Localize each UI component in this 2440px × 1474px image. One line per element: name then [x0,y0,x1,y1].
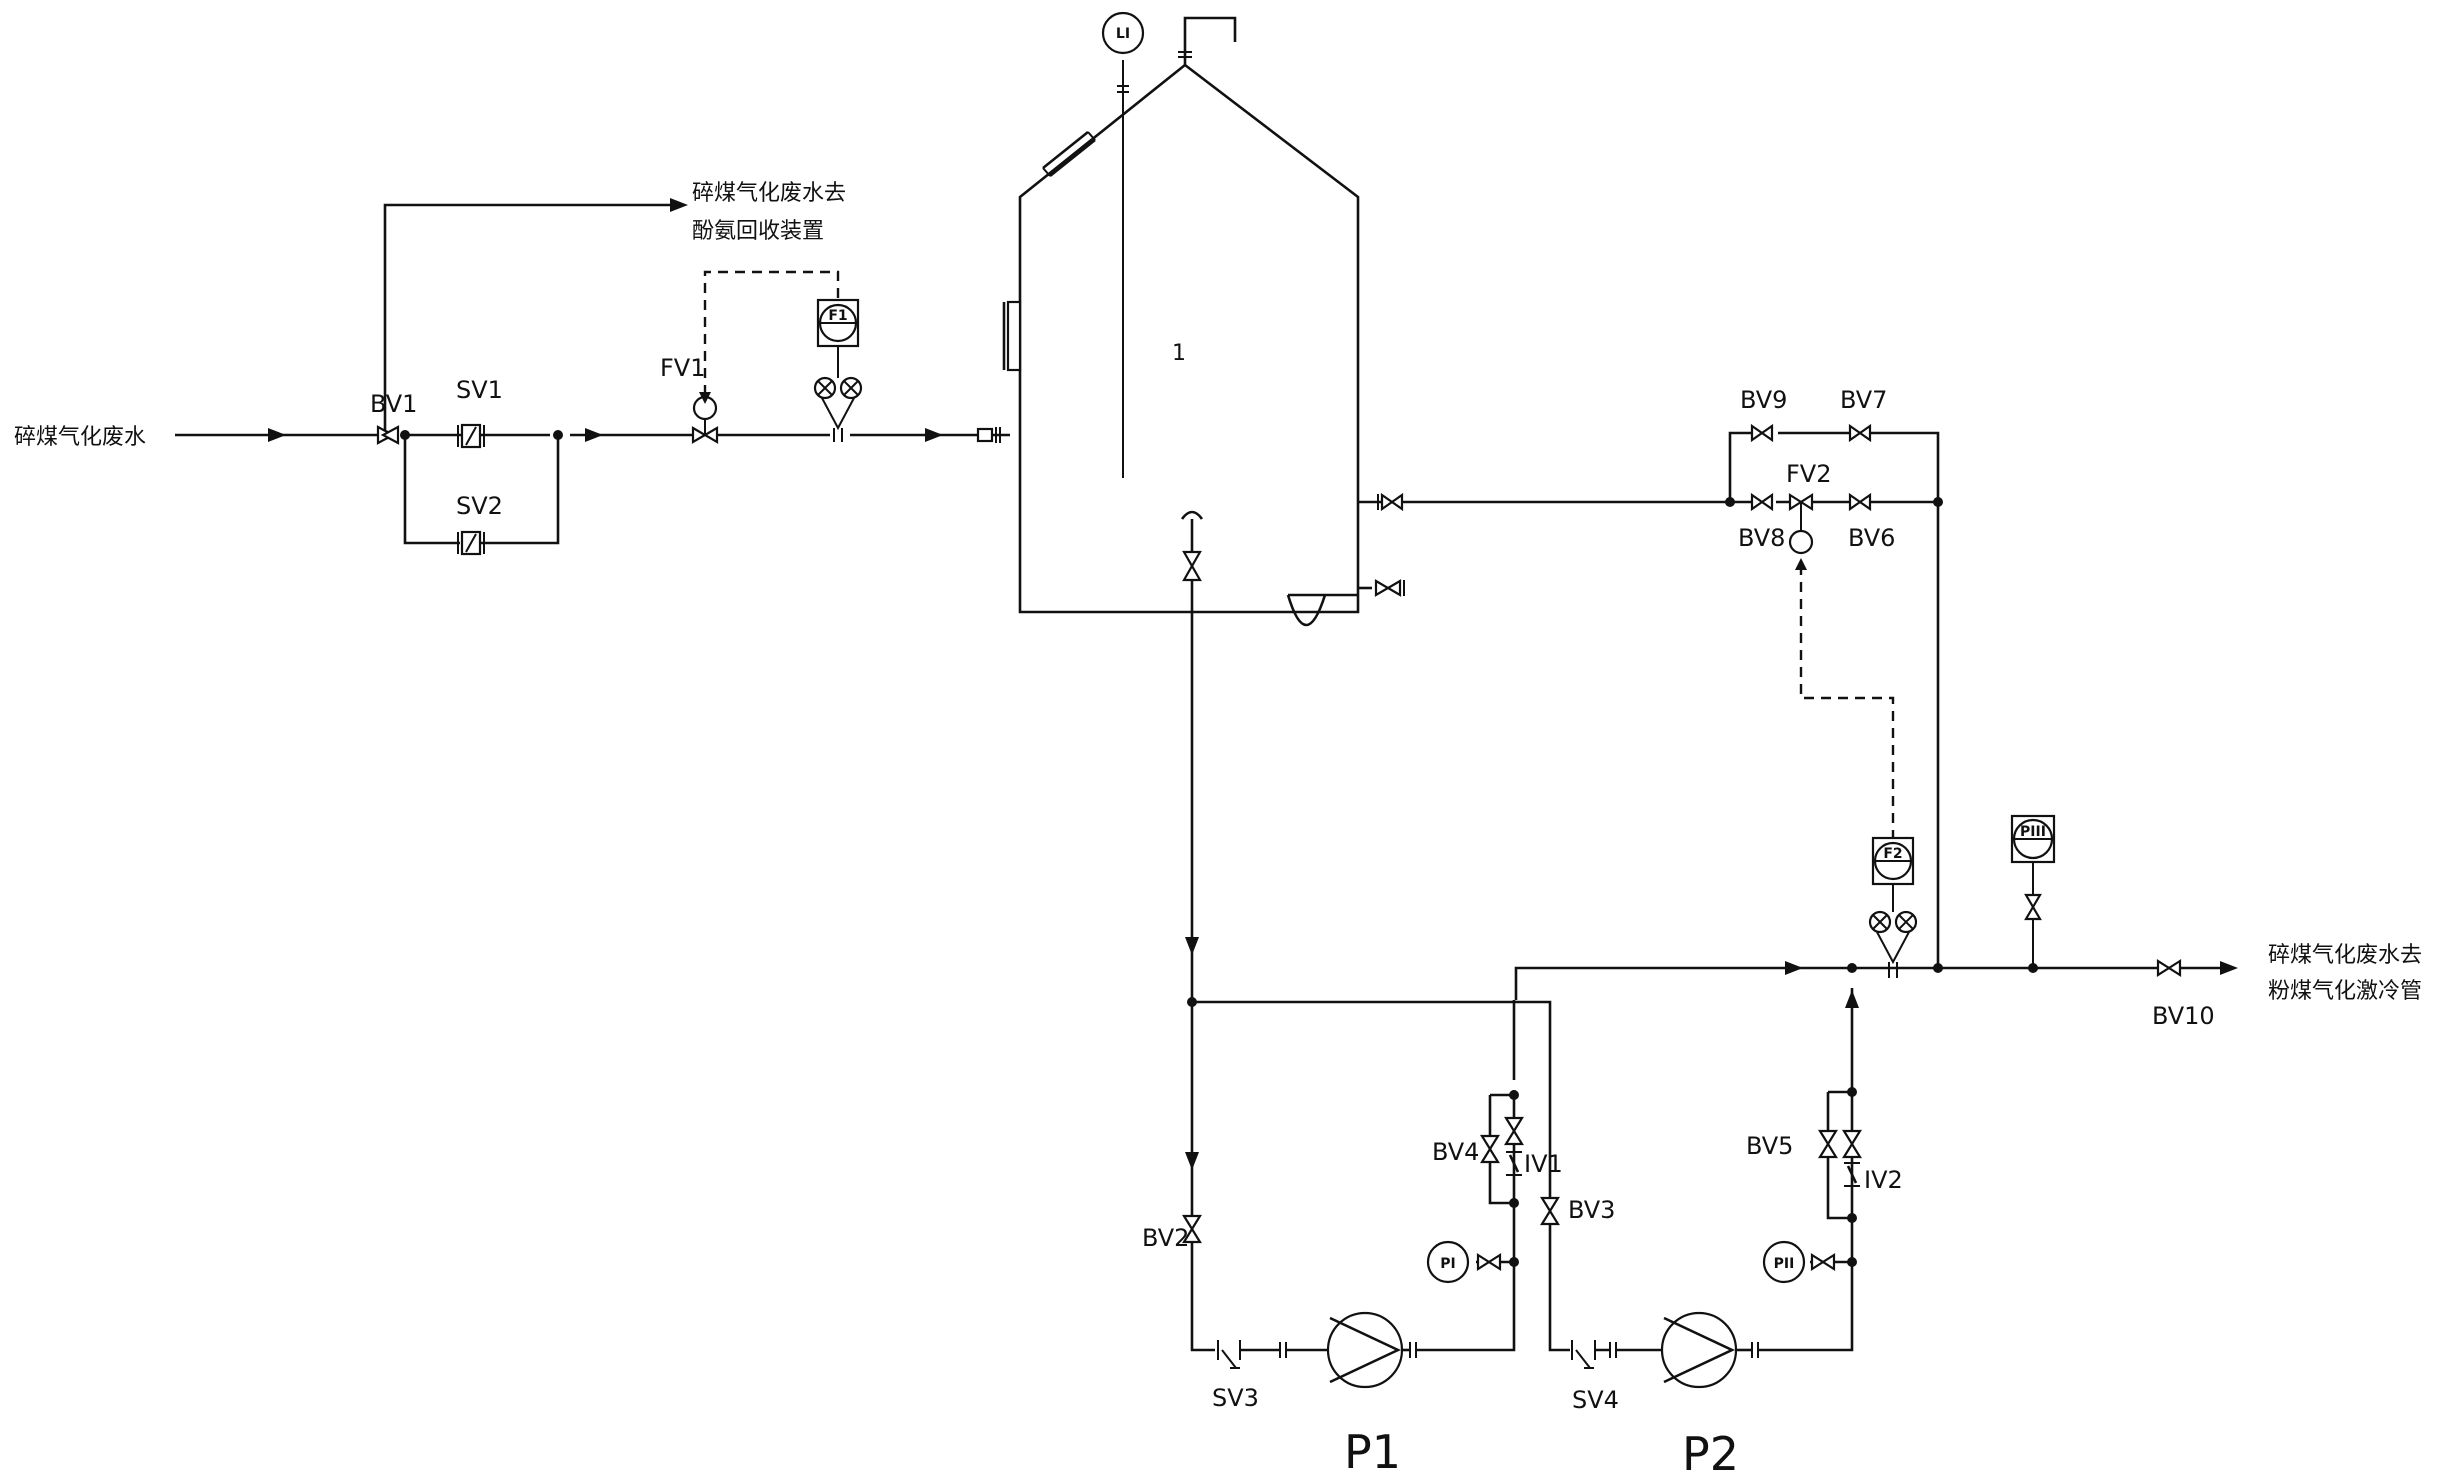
vessel-inlet-nozzle [976,427,1001,443]
strainer-sv4[interactable] [1571,1340,1596,1369]
tag-bv2: BV2 [1142,1224,1189,1252]
strainer-sv1[interactable] [457,423,485,449]
tag-bv9: BV9 [1740,386,1787,414]
tag-iv1: IV1 [1524,1150,1563,1178]
outlet-label-line2: 粉煤气化激冷管 [2268,979,2422,1004]
valve-bv6[interactable] [1848,492,1872,512]
valve-bv8[interactable] [1750,492,1774,512]
valve-bv2[interactable] [1182,1214,1202,1244]
valve-pi[interactable] [1476,1252,1502,1272]
tag-bv1: BV1 [370,390,417,418]
pi-label: PI [1440,1256,1455,1272]
valve-vessel-bottom[interactable] [1182,550,1202,582]
side-outlet-line [1358,431,1943,965]
suction-header [1185,612,1610,1352]
tag-fv1: FV1 [660,354,706,382]
pii-label: PII [1774,1256,1795,1272]
pump-p2[interactable] [1609,1202,1854,1389]
control-valve-fv1[interactable] [691,395,719,444]
valve-bv3[interactable] [1540,1196,1560,1226]
inlet-label: 碎煤气化废水 [14,425,146,450]
flow-meter-f1: F1 [813,298,863,442]
tag-sv3: SV3 [1212,1384,1259,1412]
outlet-label-line1: 碎煤气化废水去 [2268,943,2422,968]
valve-bv7[interactable] [1848,423,1872,443]
valve-bv5[interactable] [1818,1129,1838,1159]
discharge-header [1514,961,2238,1000]
tag-bv8: BV8 [1738,524,1785,552]
vessel-1: LI 1 [1002,11,1360,627]
control-valve-fv2[interactable] [1788,492,1814,555]
tag-sv1: SV1 [456,376,503,404]
f2-label: F2 [1883,846,1902,862]
tag-bv5: BV5 [1746,1132,1793,1160]
tag-bv3: BV3 [1568,1196,1615,1224]
recovery-label-line1: 碎煤气化废水去 [692,181,846,206]
feed-line [175,198,1010,545]
piii-label: PIII [2020,824,2046,840]
tag-fv2: FV2 [1786,460,1832,488]
recovery-label-line2: 酚氨回收装置 [692,219,824,244]
valve-p1-upper[interactable] [1504,1116,1524,1146]
tag-bv6: BV6 [1848,524,1895,552]
tag-sv4: SV4 [1572,1386,1619,1414]
valve-side-outlet[interactable] [1377,492,1404,512]
pressure-indicator-piii: PIII [2010,814,2056,965]
tag-p1: P1 [1344,1425,1401,1474]
check-valve-iv2[interactable] [1844,1162,1860,1187]
tag-bv4: BV4 [1432,1138,1479,1166]
valve-p2-upper[interactable] [1842,1129,1862,1159]
tag-bv7: BV7 [1840,386,1887,414]
drain-nozzle[interactable] [1358,579,1405,597]
p2-discharge [1810,988,1859,1267]
li-label: LI [1116,26,1130,42]
check-valve-iv1[interactable] [1506,1151,1522,1176]
valve-piii[interactable] [2024,893,2042,921]
vessel-label: 1 [1172,341,1186,366]
tag-sv2: SV2 [456,492,503,520]
pressure-indicator-pi: PI [1426,1240,1470,1284]
strainer-sv3[interactable] [1217,1340,1241,1369]
valve-bv9[interactable] [1750,423,1774,443]
strainer-sv2[interactable] [457,530,485,556]
tag-bv10: BV10 [2152,1002,2215,1030]
f1-label: F1 [828,308,847,324]
tag-p2: P2 [1682,1427,1739,1474]
valve-pii[interactable] [1810,1252,1836,1272]
p1-discharge [1476,1000,1519,1267]
flow-meter-f2: F2 [1868,836,1918,978]
valve-bv4[interactable] [1480,1134,1500,1164]
valve-bv10[interactable] [2156,958,2182,978]
pump-p1[interactable] [1279,1202,1516,1389]
valve-bv1[interactable] [376,425,400,445]
tag-iv2: IV2 [1864,1166,1903,1194]
pressure-indicator-pii: PII [1762,1240,1806,1284]
